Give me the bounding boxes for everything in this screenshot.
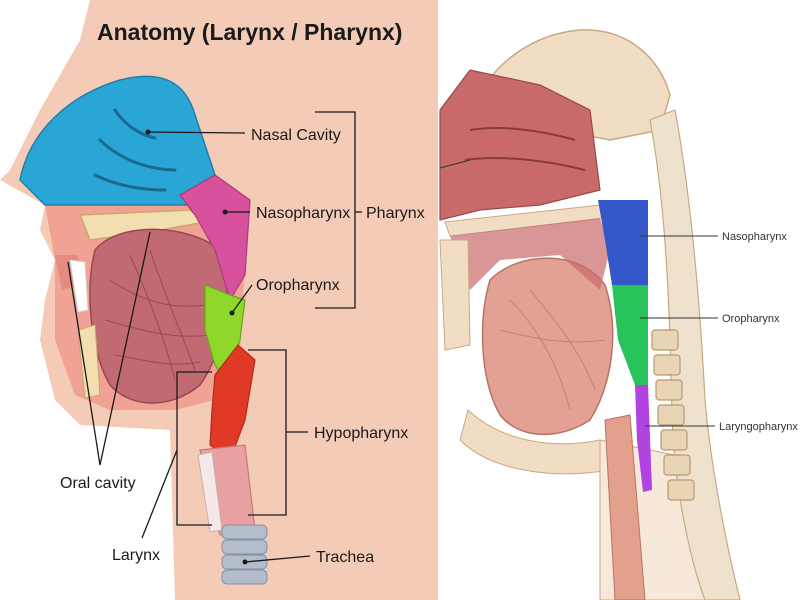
diagram-title: Anatomy (Larynx / Pharynx) xyxy=(97,19,402,45)
right-vertebrae xyxy=(651,329,695,501)
label-pharynx: Pharynx xyxy=(366,205,425,222)
oropharynx-marker xyxy=(229,310,235,316)
right-nasopharynx-region xyxy=(598,200,648,285)
right-label-laryngopharynx: Laryngopharynx xyxy=(719,421,798,433)
label-hypopharynx: Hypopharynx xyxy=(314,425,408,442)
label-nasal-cavity: Nasal Cavity xyxy=(251,127,341,144)
nasal-turbinates xyxy=(93,108,177,192)
nasal-cavity-region xyxy=(19,75,216,206)
nasopharynx-marker xyxy=(222,209,228,215)
right-larynx xyxy=(604,414,646,600)
right-nasal-cavity xyxy=(439,69,601,221)
right-oral-cavity xyxy=(450,218,610,290)
right-tongue xyxy=(481,257,614,436)
teeth xyxy=(69,259,89,313)
leader-lines xyxy=(67,111,362,563)
right-laryngopharynx-region xyxy=(635,385,652,492)
right-nasal-turbinates xyxy=(464,127,586,171)
right-panel: Nasopharynx Oropharynx Laryngopharynx xyxy=(438,0,800,600)
label-oral-cavity: Oral cavity xyxy=(60,475,136,492)
label-oropharynx: Oropharynx xyxy=(256,277,340,294)
right-label-oropharynx: Oropharynx xyxy=(722,313,780,325)
right-leader-lines xyxy=(439,159,718,427)
label-nasopharynx: Nasopharynx xyxy=(256,205,350,222)
jaw-bone xyxy=(77,324,101,399)
face-lower xyxy=(0,180,175,600)
label-trachea: Trachea xyxy=(316,549,374,566)
nasal-cavity-marker xyxy=(145,129,151,135)
palate xyxy=(78,209,207,241)
right-tongue-fibers xyxy=(499,289,606,411)
label-larynx: Larynx xyxy=(112,547,160,564)
right-lips xyxy=(439,239,471,351)
trachea-marker xyxy=(242,559,248,565)
face-outline xyxy=(0,0,90,180)
nasopharynx-region xyxy=(179,174,251,302)
left-panel: Anatomy (Larynx / Pharynx) Nasal Cavity … xyxy=(0,0,438,600)
right-oropharynx-region xyxy=(612,285,648,385)
hypopharynx-region xyxy=(209,344,256,461)
trachea-rings xyxy=(221,524,268,585)
right-label-nasopharynx: Nasopharynx xyxy=(722,231,787,243)
